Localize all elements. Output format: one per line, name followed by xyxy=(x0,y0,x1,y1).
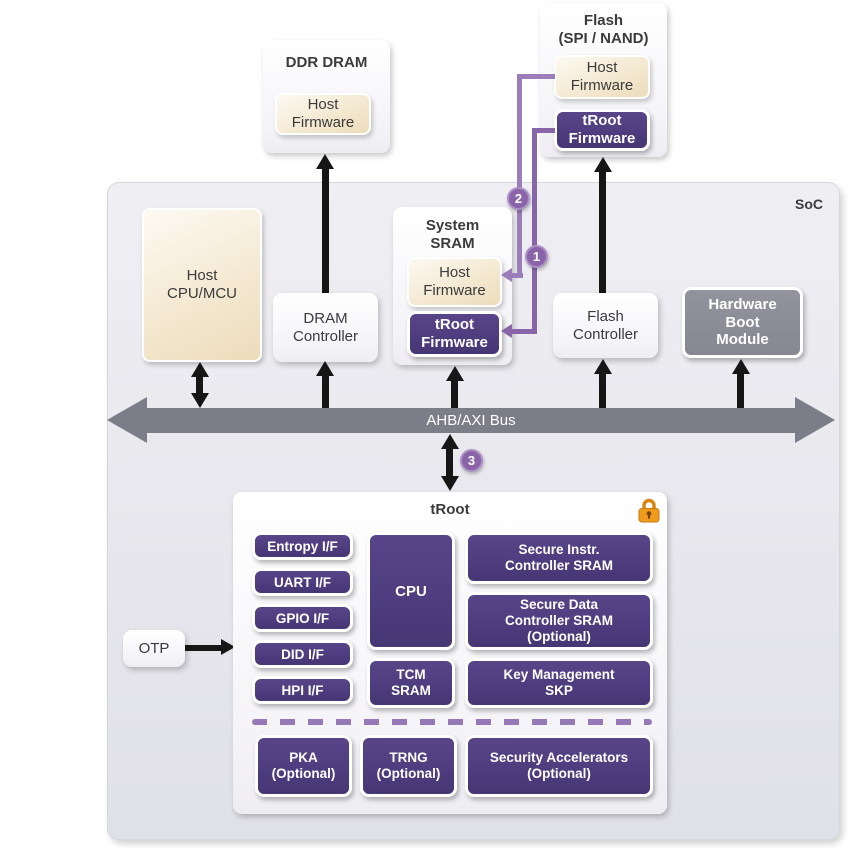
ddr-host-firmware-box: Host Firmware xyxy=(275,93,371,135)
flash-troot-firmware-box: tRoot Firmware xyxy=(554,109,650,151)
bus-right-arrowhead-icon xyxy=(795,397,835,443)
ddr-dram-title: DDR DRAM xyxy=(285,54,368,71)
bus-left-arrowhead-icon xyxy=(107,397,147,443)
flow2-seg-vertical xyxy=(517,74,522,278)
security-accelerators-box: Security Accelerators (Optional) xyxy=(465,735,653,797)
flash-title: Flash (SPI / NAND) xyxy=(558,12,649,47)
flow2-seg-top xyxy=(517,74,555,79)
arrow-to-ddr-line xyxy=(322,168,329,293)
arrow-bus-troot-line xyxy=(446,446,453,478)
troot-container: tRoot Entropy I/F UART I/F GPIO I/F DID … xyxy=(233,492,667,814)
step-2-badge: 2 xyxy=(507,187,530,210)
sram-troot-firmware-box: tRoot Firmware xyxy=(407,311,502,357)
flash-host-firmware-box: Host Firmware xyxy=(554,55,650,99)
bus-label: AHB/AXI Bus xyxy=(426,412,516,429)
trng-box: TRNG (Optional) xyxy=(360,735,457,797)
system-sram-box: System SRAM Host Firmware tRoot Firmware xyxy=(393,207,512,365)
flow2-seg-bottom xyxy=(511,273,523,278)
arrow-flashctrl-to-flash-head-icon xyxy=(594,157,612,172)
arrow-bus-to-hbm-head-icon xyxy=(732,359,750,374)
sram-host-firmware-box: Host Firmware xyxy=(407,257,502,307)
hardware-boot-module-box: Hardware Boot Module xyxy=(682,287,803,358)
pka-box: PKA (Optional) xyxy=(255,735,352,797)
ddr-dram-box: DDR DRAM Host Firmware xyxy=(263,40,390,153)
did-if-box: DID I/F xyxy=(252,640,353,668)
entropy-if-box: Entropy I/F xyxy=(252,532,353,560)
gpio-if-box: GPIO I/F xyxy=(252,604,353,632)
soc-label: SoC xyxy=(795,196,823,212)
secure-instr-sram-box: Secure Instr. Controller SRAM xyxy=(465,532,653,584)
arrow-bus-to-hbm-line xyxy=(737,373,744,408)
host-cpu-mcu-box: Host CPU/MCU xyxy=(142,208,262,362)
uart-if-box: UART I/F xyxy=(252,568,353,596)
arrow-bus-troot-down-head-icon xyxy=(441,476,459,491)
step-3-badge: 3 xyxy=(460,449,483,472)
arrow-bus-to-sram-head-icon xyxy=(446,366,464,381)
secure-data-sram-box: Secure Data Controller SRAM (Optional) xyxy=(465,592,653,650)
system-sram-title: System SRAM xyxy=(425,217,480,252)
tcm-sram-box: TCM SRAM xyxy=(367,658,455,708)
flash-controller-box: Flash Controller xyxy=(553,293,658,358)
lock-icon xyxy=(638,497,660,528)
arrow-flashctrl-to-flash-line xyxy=(599,171,606,293)
arrow-bus-troot-up-head-icon xyxy=(441,434,459,449)
troot-cpu-box: CPU xyxy=(367,532,455,650)
arrow-otp-line xyxy=(185,645,223,651)
arrow-cpu-bus-down-head-icon xyxy=(191,393,209,408)
optional-section-divider xyxy=(252,719,652,725)
ahb-axi-bus: AHB/AXI Bus xyxy=(145,408,797,433)
flash-box: Flash (SPI / NAND) Host Firmware tRoot F… xyxy=(540,3,667,157)
flow1-seg-top xyxy=(532,128,555,133)
arrow-bus-to-flashctrl-line xyxy=(599,373,606,408)
troot-title: tRoot xyxy=(430,501,470,518)
arrow-to-ddr-head-icon xyxy=(316,154,334,169)
flow2-arrowhead-icon xyxy=(501,268,512,282)
flow1-arrowhead-icon xyxy=(501,324,512,338)
arrow-cpu-bus-up-head-icon xyxy=(191,362,209,377)
arrow-otp-head-icon xyxy=(221,639,235,655)
key-management-skp-box: Key Management SKP xyxy=(465,658,653,708)
hpi-if-box: HPI I/F xyxy=(252,676,353,704)
otp-box: OTP xyxy=(123,630,185,667)
step-1-badge: 1 xyxy=(525,245,548,268)
arrow-bus-to-flashctrl-head-icon xyxy=(594,359,612,374)
flow1-seg-vertical xyxy=(532,128,537,334)
arrow-bus-to-dramctrl-head-icon xyxy=(316,361,334,376)
flow1-seg-bottom xyxy=(511,329,537,334)
arrow-bus-to-dramctrl-line xyxy=(322,375,329,408)
arrow-cpu-bus-line xyxy=(196,374,203,395)
arrow-bus-to-sram-line xyxy=(451,380,458,408)
dram-controller-box: DRAM Controller xyxy=(273,293,378,362)
